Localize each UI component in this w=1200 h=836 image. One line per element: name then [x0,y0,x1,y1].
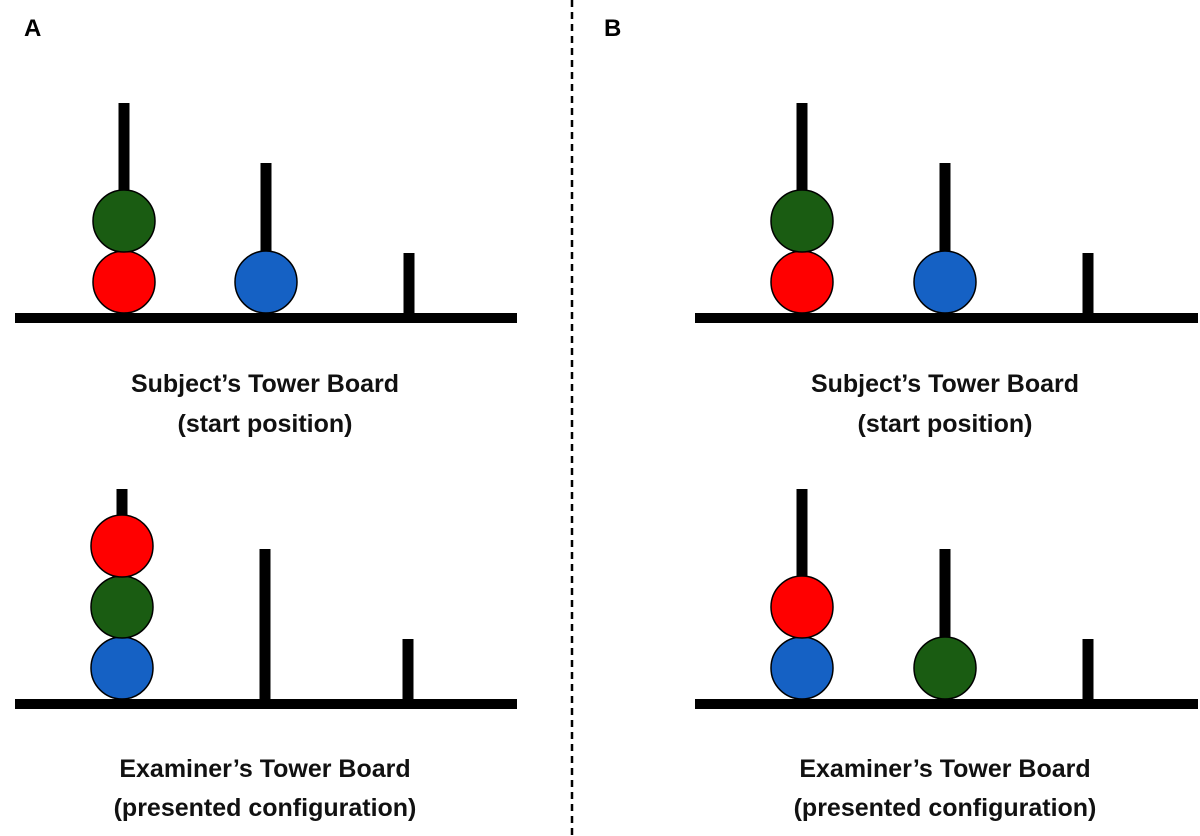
peg [260,163,272,315]
red-ball [92,250,156,314]
board-caption-subtitle: (presented configuration) [114,794,417,822]
board-caption-subtitle: (start position) [858,410,1033,438]
peg [939,549,951,701]
blue-ball [234,250,298,314]
red-ball [770,575,834,639]
board-base [15,699,517,709]
peg [259,549,271,701]
red-ball [90,514,154,578]
blue-ball [770,636,834,700]
peg [403,253,415,315]
board-caption-title: Examiner’s Tower Board [119,755,410,783]
green-ball [913,636,977,700]
peg [1082,639,1094,701]
peg [1082,253,1094,315]
green-ball [92,189,156,253]
blue-ball [90,636,154,700]
peg [402,639,414,701]
board-base [15,313,517,323]
panel-b: B Subject’s Tower Board (start position)… [604,15,1198,822]
board-caption-subtitle: (presented configuration) [794,794,1097,822]
panel-letter-b: B [604,15,621,42]
board-base [695,699,1198,709]
green-ball [770,189,834,253]
panel-letter-a: A [24,15,41,42]
board-caption-subtitle: (start position) [178,410,353,438]
red-ball [770,250,834,314]
board-caption-title: Subject’s Tower Board [131,370,399,398]
subject-tower-board [695,103,1198,323]
board-caption-title: Examiner’s Tower Board [799,755,1090,783]
examiner-tower-board [15,489,517,709]
panel-a: A Subject’s Tower Board (start position)… [15,15,517,822]
blue-ball [913,250,977,314]
peg [939,163,951,315]
examiner-tower-board [695,489,1198,709]
board-base [695,313,1198,323]
green-ball [90,575,154,639]
subject-tower-board [15,103,517,323]
board-caption-title: Subject’s Tower Board [811,370,1079,398]
